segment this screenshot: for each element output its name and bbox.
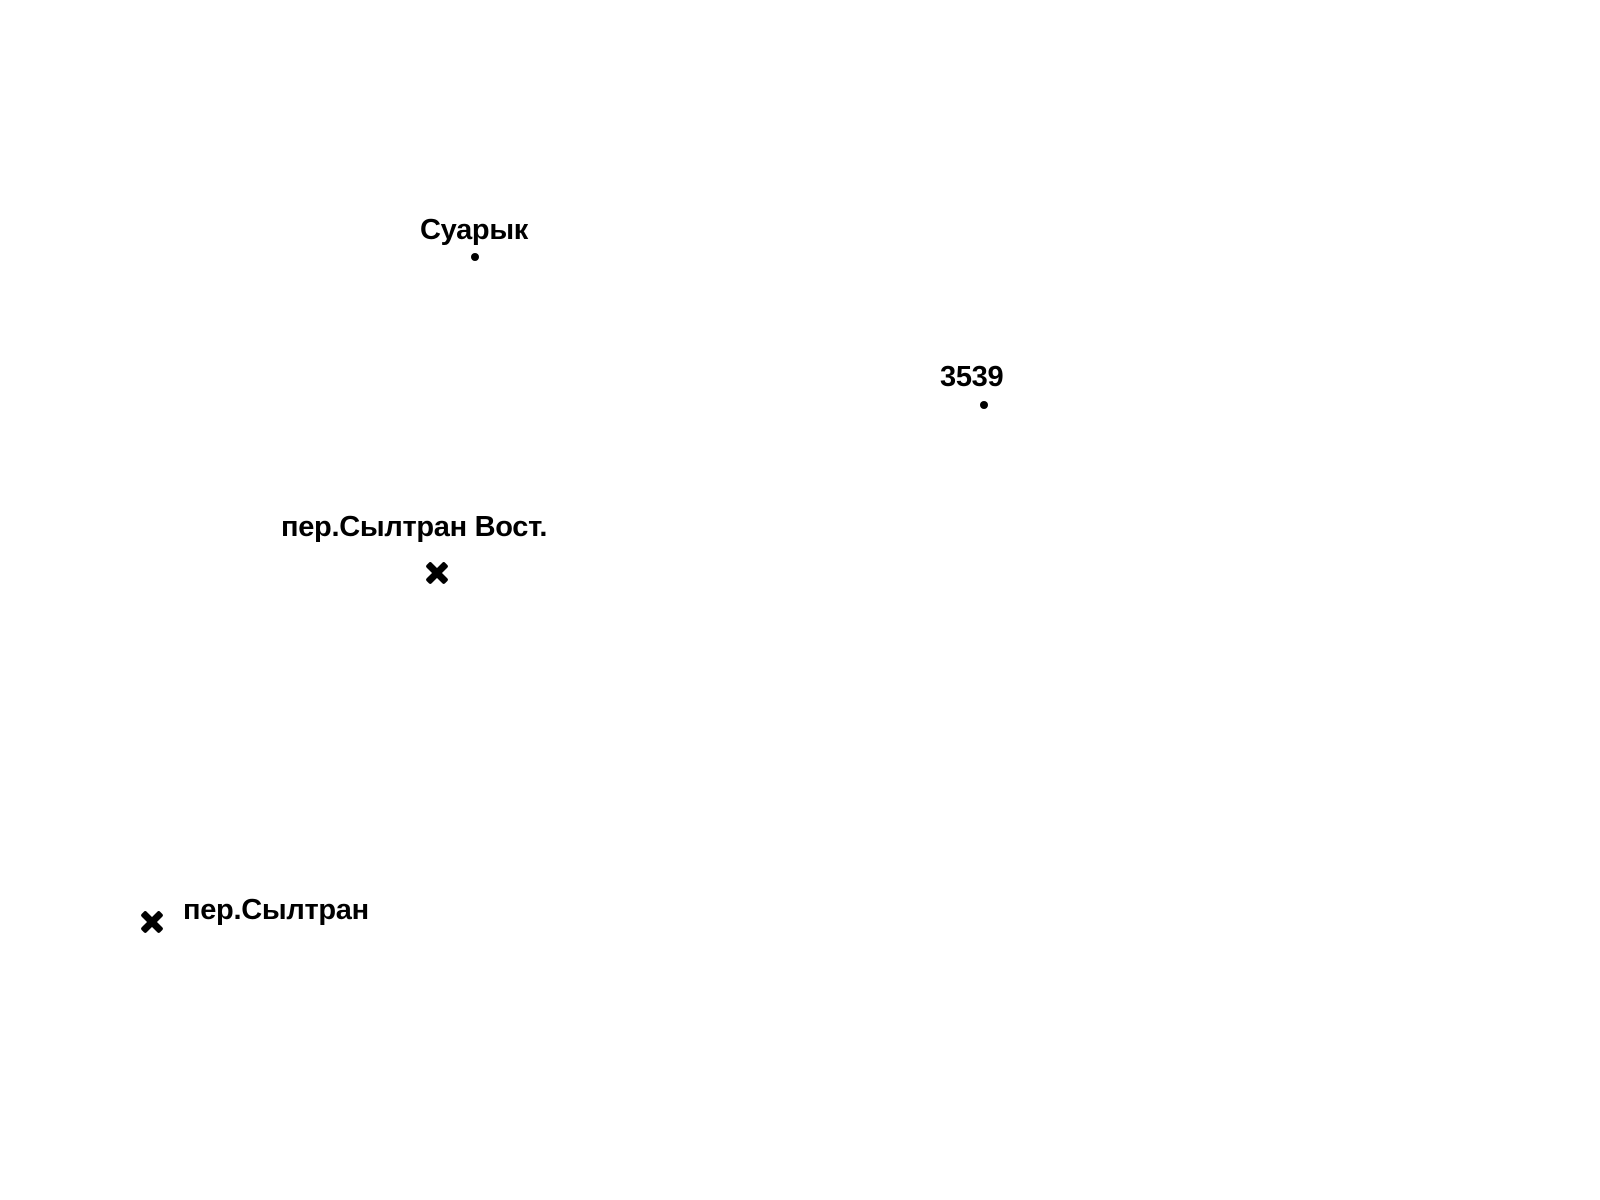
pass-cross-icon (424, 560, 450, 586)
dot-icon (471, 253, 479, 261)
pass-label-syltran-east: пер.Сылтран Вост. (281, 511, 548, 543)
pass-cross-icon (139, 909, 165, 935)
place-label-suaryk: Суарык (420, 214, 529, 246)
elevation-label-3539: 3539 (940, 361, 1004, 393)
dot-icon (980, 401, 988, 409)
pass-label-syltran: пер.Сылтран (183, 894, 369, 926)
